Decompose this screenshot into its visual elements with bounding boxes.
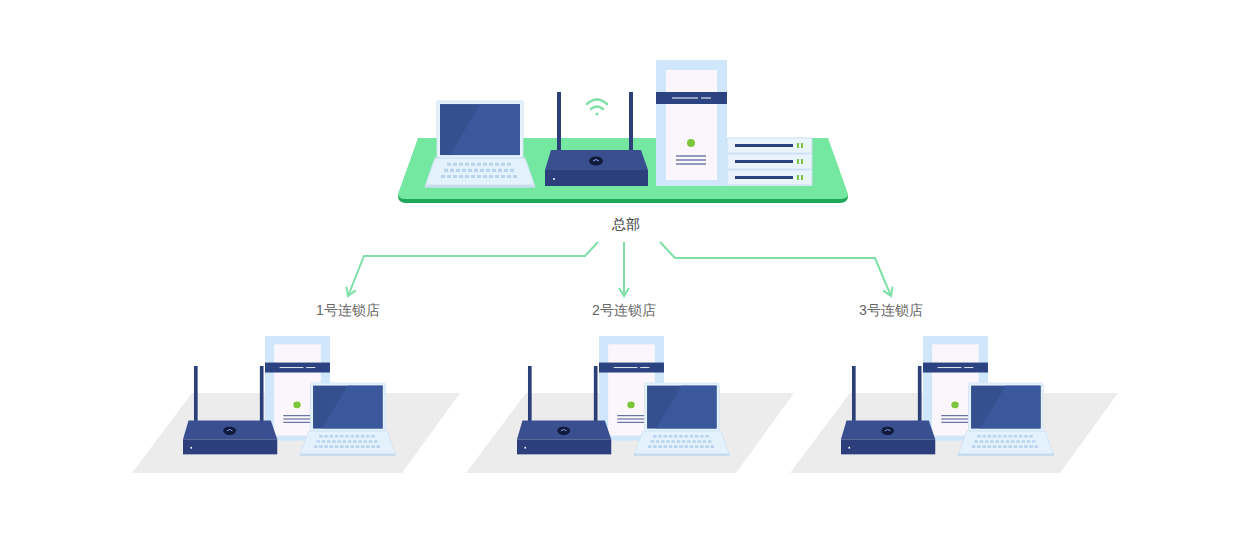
connector-arrow <box>623 242 625 296</box>
store-equipment <box>132 336 460 473</box>
connector-arrow <box>660 242 891 296</box>
store-label: 3号连锁店 <box>855 300 927 320</box>
store-label: 2号连锁店 <box>588 300 660 320</box>
store-equipment <box>790 336 1118 473</box>
headquarters-label: 总部 <box>608 214 644 234</box>
connector-arrow <box>348 242 598 296</box>
server-tower <box>656 60 727 186</box>
store-node: 2号连锁店 <box>457 298 791 476</box>
headquarters-node: 总部 <box>396 50 856 242</box>
store-label: 1号连锁店 <box>312 300 384 320</box>
router <box>545 92 648 186</box>
store-node: 1号连锁店 <box>181 298 515 476</box>
store-equipment <box>466 336 794 473</box>
laptop <box>425 101 535 188</box>
wifi-symbol <box>587 100 607 116</box>
rack-server <box>727 138 812 186</box>
store-node: 3号连锁店 <box>724 298 1058 476</box>
